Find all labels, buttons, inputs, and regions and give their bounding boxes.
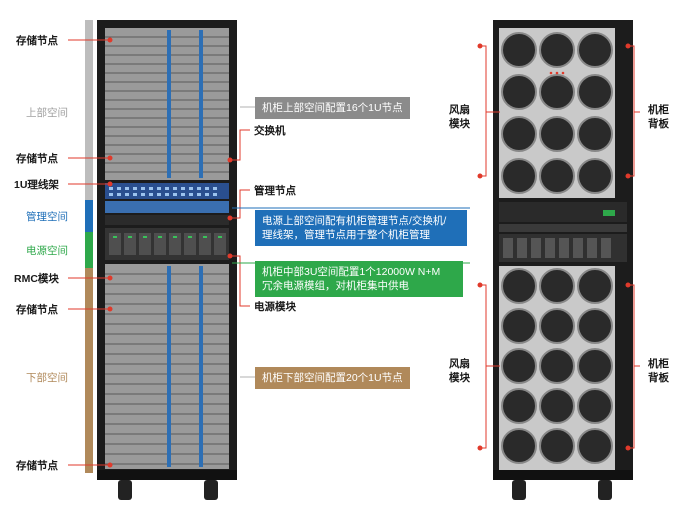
- fan-module-bottom-line2: 模块: [449, 371, 470, 385]
- label-storage-node-bottom: 存储节点: [16, 458, 58, 473]
- label-rmc-module: RMC模块: [14, 271, 59, 286]
- mgmt-callout-line2: 理线架，管理节点用于整个机柜管理: [262, 228, 460, 242]
- label-backplane-bottom: 机柜 背板: [648, 357, 669, 385]
- label-mgmt-node: 管理节点: [254, 183, 296, 198]
- power-callout-line1: 机柜中部3U空间配置1个12000W N+M: [262, 265, 456, 279]
- fan-module-bottom-line1: 风扇: [449, 357, 470, 371]
- backplane-top-line1: 机柜: [648, 103, 669, 117]
- power-space-callout: 机柜中部3U空间配置1个12000W N+M 冗余电源模组，对机柜集中供电: [255, 261, 463, 297]
- label-storage-node-top: 存储节点: [16, 33, 58, 48]
- mgmt-callout-line1: 电源上部空间配有机柜管理节点/交换机/: [262, 214, 460, 228]
- label-power-module: 电源模块: [254, 299, 296, 314]
- label-mgmt-space: 管理空间: [26, 209, 68, 224]
- fan-module-top-line2: 模块: [449, 117, 470, 131]
- label-backplane-top: 机柜 背板: [648, 103, 669, 131]
- label-cable-rack: 1U理线架: [14, 177, 59, 192]
- label-switch: 交换机: [254, 123, 286, 138]
- label-lower-space: 下部空间: [26, 370, 68, 385]
- power-callout-line2: 冗余电源模组，对机柜集中供电: [262, 279, 456, 293]
- label-fan-module-bottom: 风扇 模块: [449, 357, 470, 385]
- backplane-bottom-line1: 机柜: [648, 357, 669, 371]
- backplane-top-line2: 背板: [648, 117, 669, 131]
- backplane-bottom-line2: 背板: [648, 371, 669, 385]
- label-fan-module-top: 风扇 模块: [449, 103, 470, 131]
- label-storage-node-mid: 存储节点: [16, 151, 58, 166]
- fan-module-top-line1: 风扇: [449, 103, 470, 117]
- label-upper-space: 上部空间: [26, 105, 68, 120]
- label-power-space: 电源空间: [26, 243, 68, 258]
- mgmt-space-callout: 电源上部空间配有机柜管理节点/交换机/ 理线架，管理节点用于整个机柜管理: [255, 210, 467, 246]
- upper-space-callout: 机柜上部空间配置16个1U节点: [255, 97, 410, 119]
- label-storage-node-low: 存储节点: [16, 302, 58, 317]
- lower-space-callout: 机柜下部空间配置20个1U节点: [255, 367, 410, 389]
